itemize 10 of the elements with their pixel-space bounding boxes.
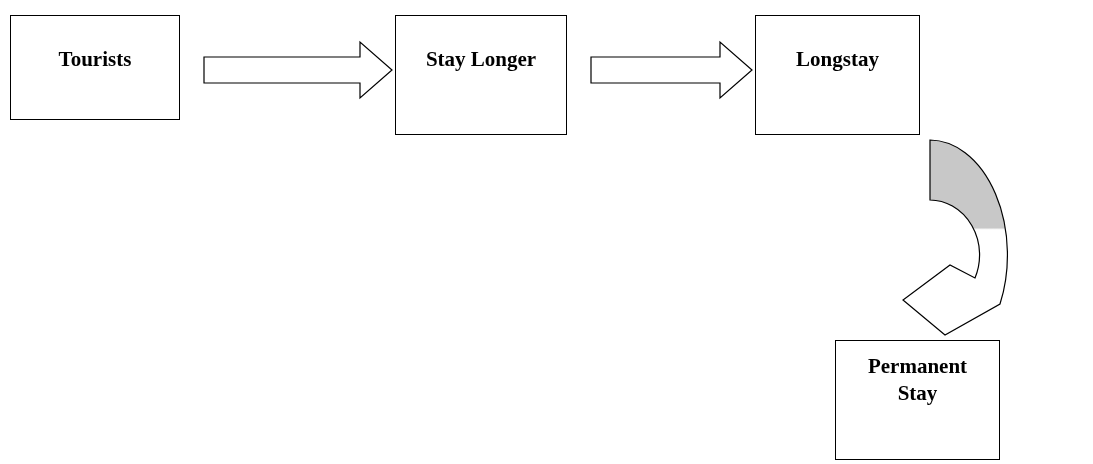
box-label: Permanent Stay [866,353,969,408]
process-box [395,15,567,135]
process-box [755,15,920,135]
box-label: Tourists [58,46,132,73]
box-label: Longstay [796,46,879,73]
box-label: Stay Longer [425,46,537,73]
process-box [10,15,180,120]
block-arrow [203,40,393,100]
process-box [835,340,1000,460]
block-arrow [590,40,753,100]
